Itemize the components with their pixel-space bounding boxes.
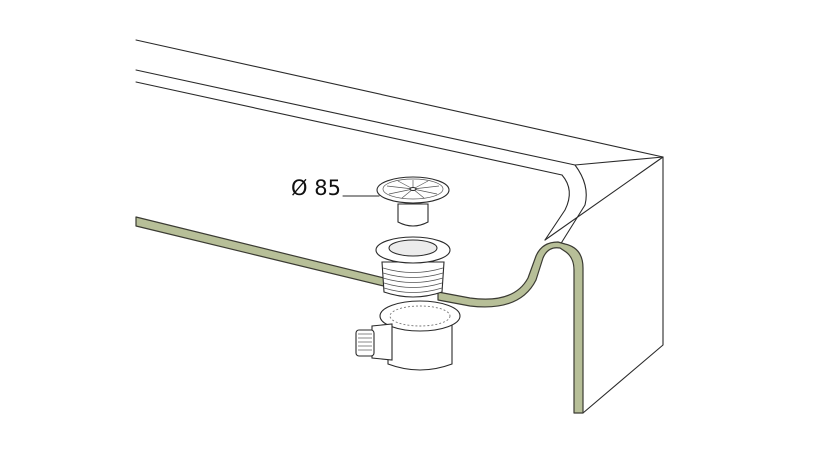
drain-trap [355, 300, 461, 371]
tray-outline [135, 39, 664, 414]
dimension-label: Ø 85 [291, 176, 341, 200]
drain-body [375, 236, 451, 298]
tray-section-wall [135, 216, 584, 414]
drain-grate [376, 176, 450, 227]
